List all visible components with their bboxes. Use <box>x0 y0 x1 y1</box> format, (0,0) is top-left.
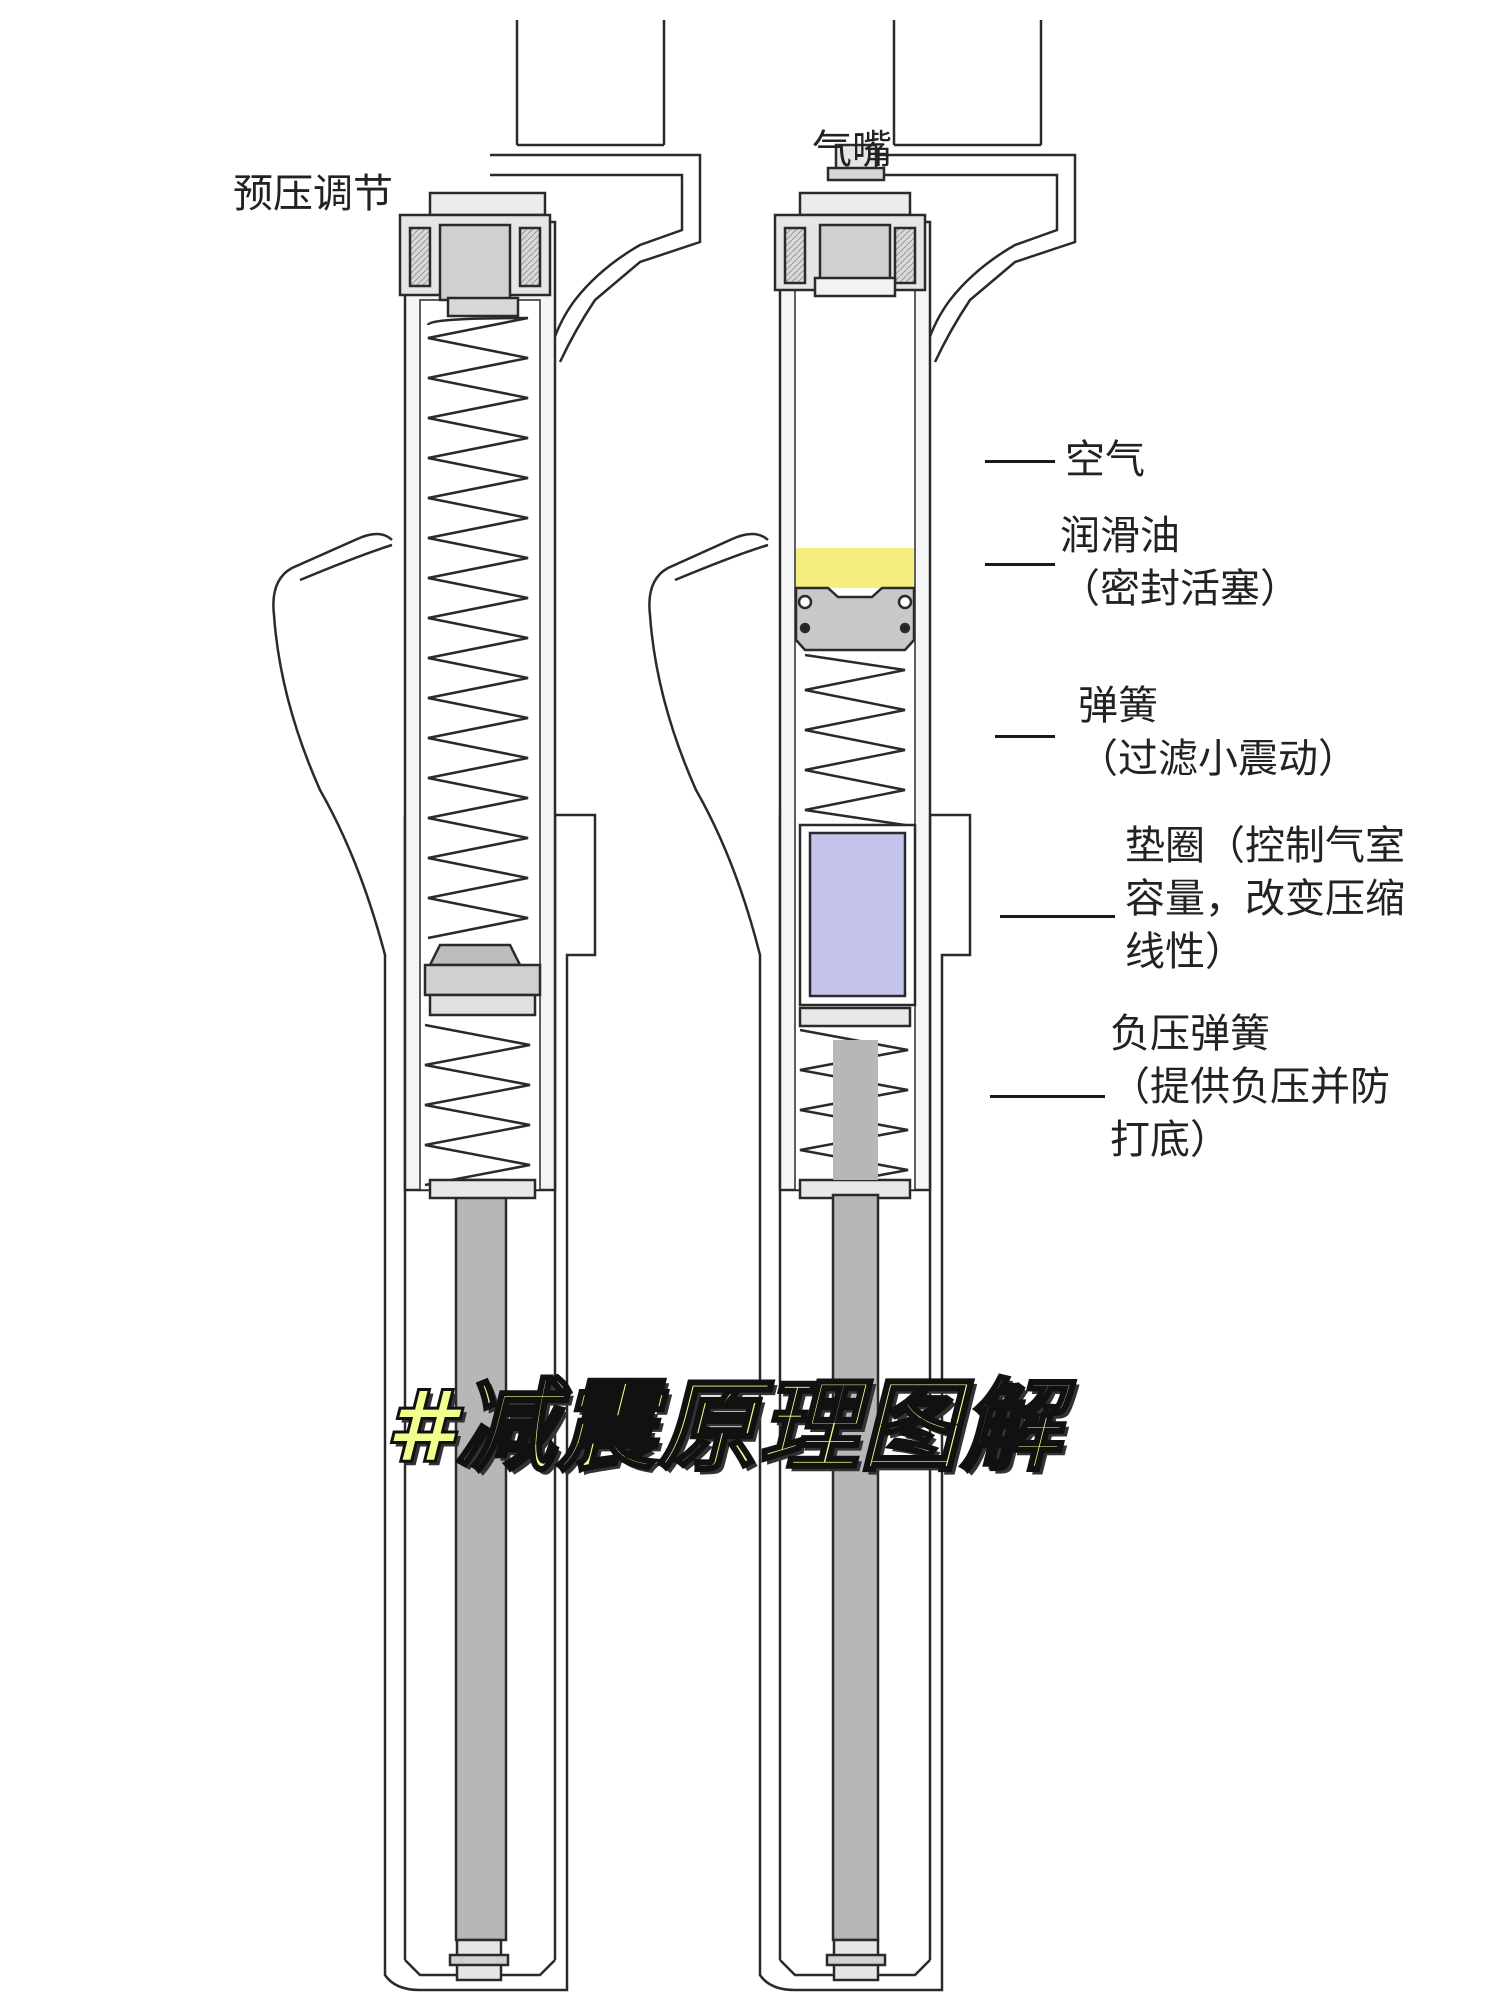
label-damping-oil: 润滑油 （密封活塞） <box>1060 510 1300 616</box>
leader-spacer <box>1000 915 1115 918</box>
label-preload-adjust: 预压调节 <box>233 171 393 217</box>
label-negative-spring-title: 负压弹簧 <box>1110 1011 1270 1057</box>
label-spacer-line-1: 垫圈（控制气室 <box>1125 823 1405 869</box>
label-negative-spring-line-2: （提供负压并防 <box>1110 1063 1390 1110</box>
label-spacer: 垫圈（控制气室 容量，改变压缩 线性） <box>1125 820 1405 978</box>
leader-neg-spring <box>990 1095 1105 1098</box>
label-air-valve: 气嘴 <box>812 127 892 173</box>
label-damping-oil-title: 润滑油 <box>1060 513 1180 559</box>
label-spacer-line-2: 容量，改变压缩 <box>1125 875 1405 922</box>
label-spring: 弹簧 （过滤小震动） <box>1078 680 1358 786</box>
left-fork-leg <box>272 20 702 1992</box>
label-spring-note: （过滤小震动） <box>1078 735 1358 782</box>
leader-oil <box>985 563 1055 566</box>
leader-air <box>985 460 1055 463</box>
label-spacer-line-3: 线性） <box>1125 928 1245 975</box>
label-damping-oil-note: （密封活塞） <box>1060 565 1300 612</box>
label-negative-spring-line-3: 打底） <box>1110 1116 1230 1163</box>
right-fork-leg <box>648 20 1077 1992</box>
leader-spring <box>995 735 1055 738</box>
hashtag-title: #减震原理图解 <box>384 1367 1063 1487</box>
label-negative-spring: 负压弹簧 （提供负压并防 打底） <box>1110 1008 1390 1166</box>
label-air: 空气 <box>1065 437 1145 483</box>
label-spring-title: 弹簧 <box>1078 683 1158 729</box>
